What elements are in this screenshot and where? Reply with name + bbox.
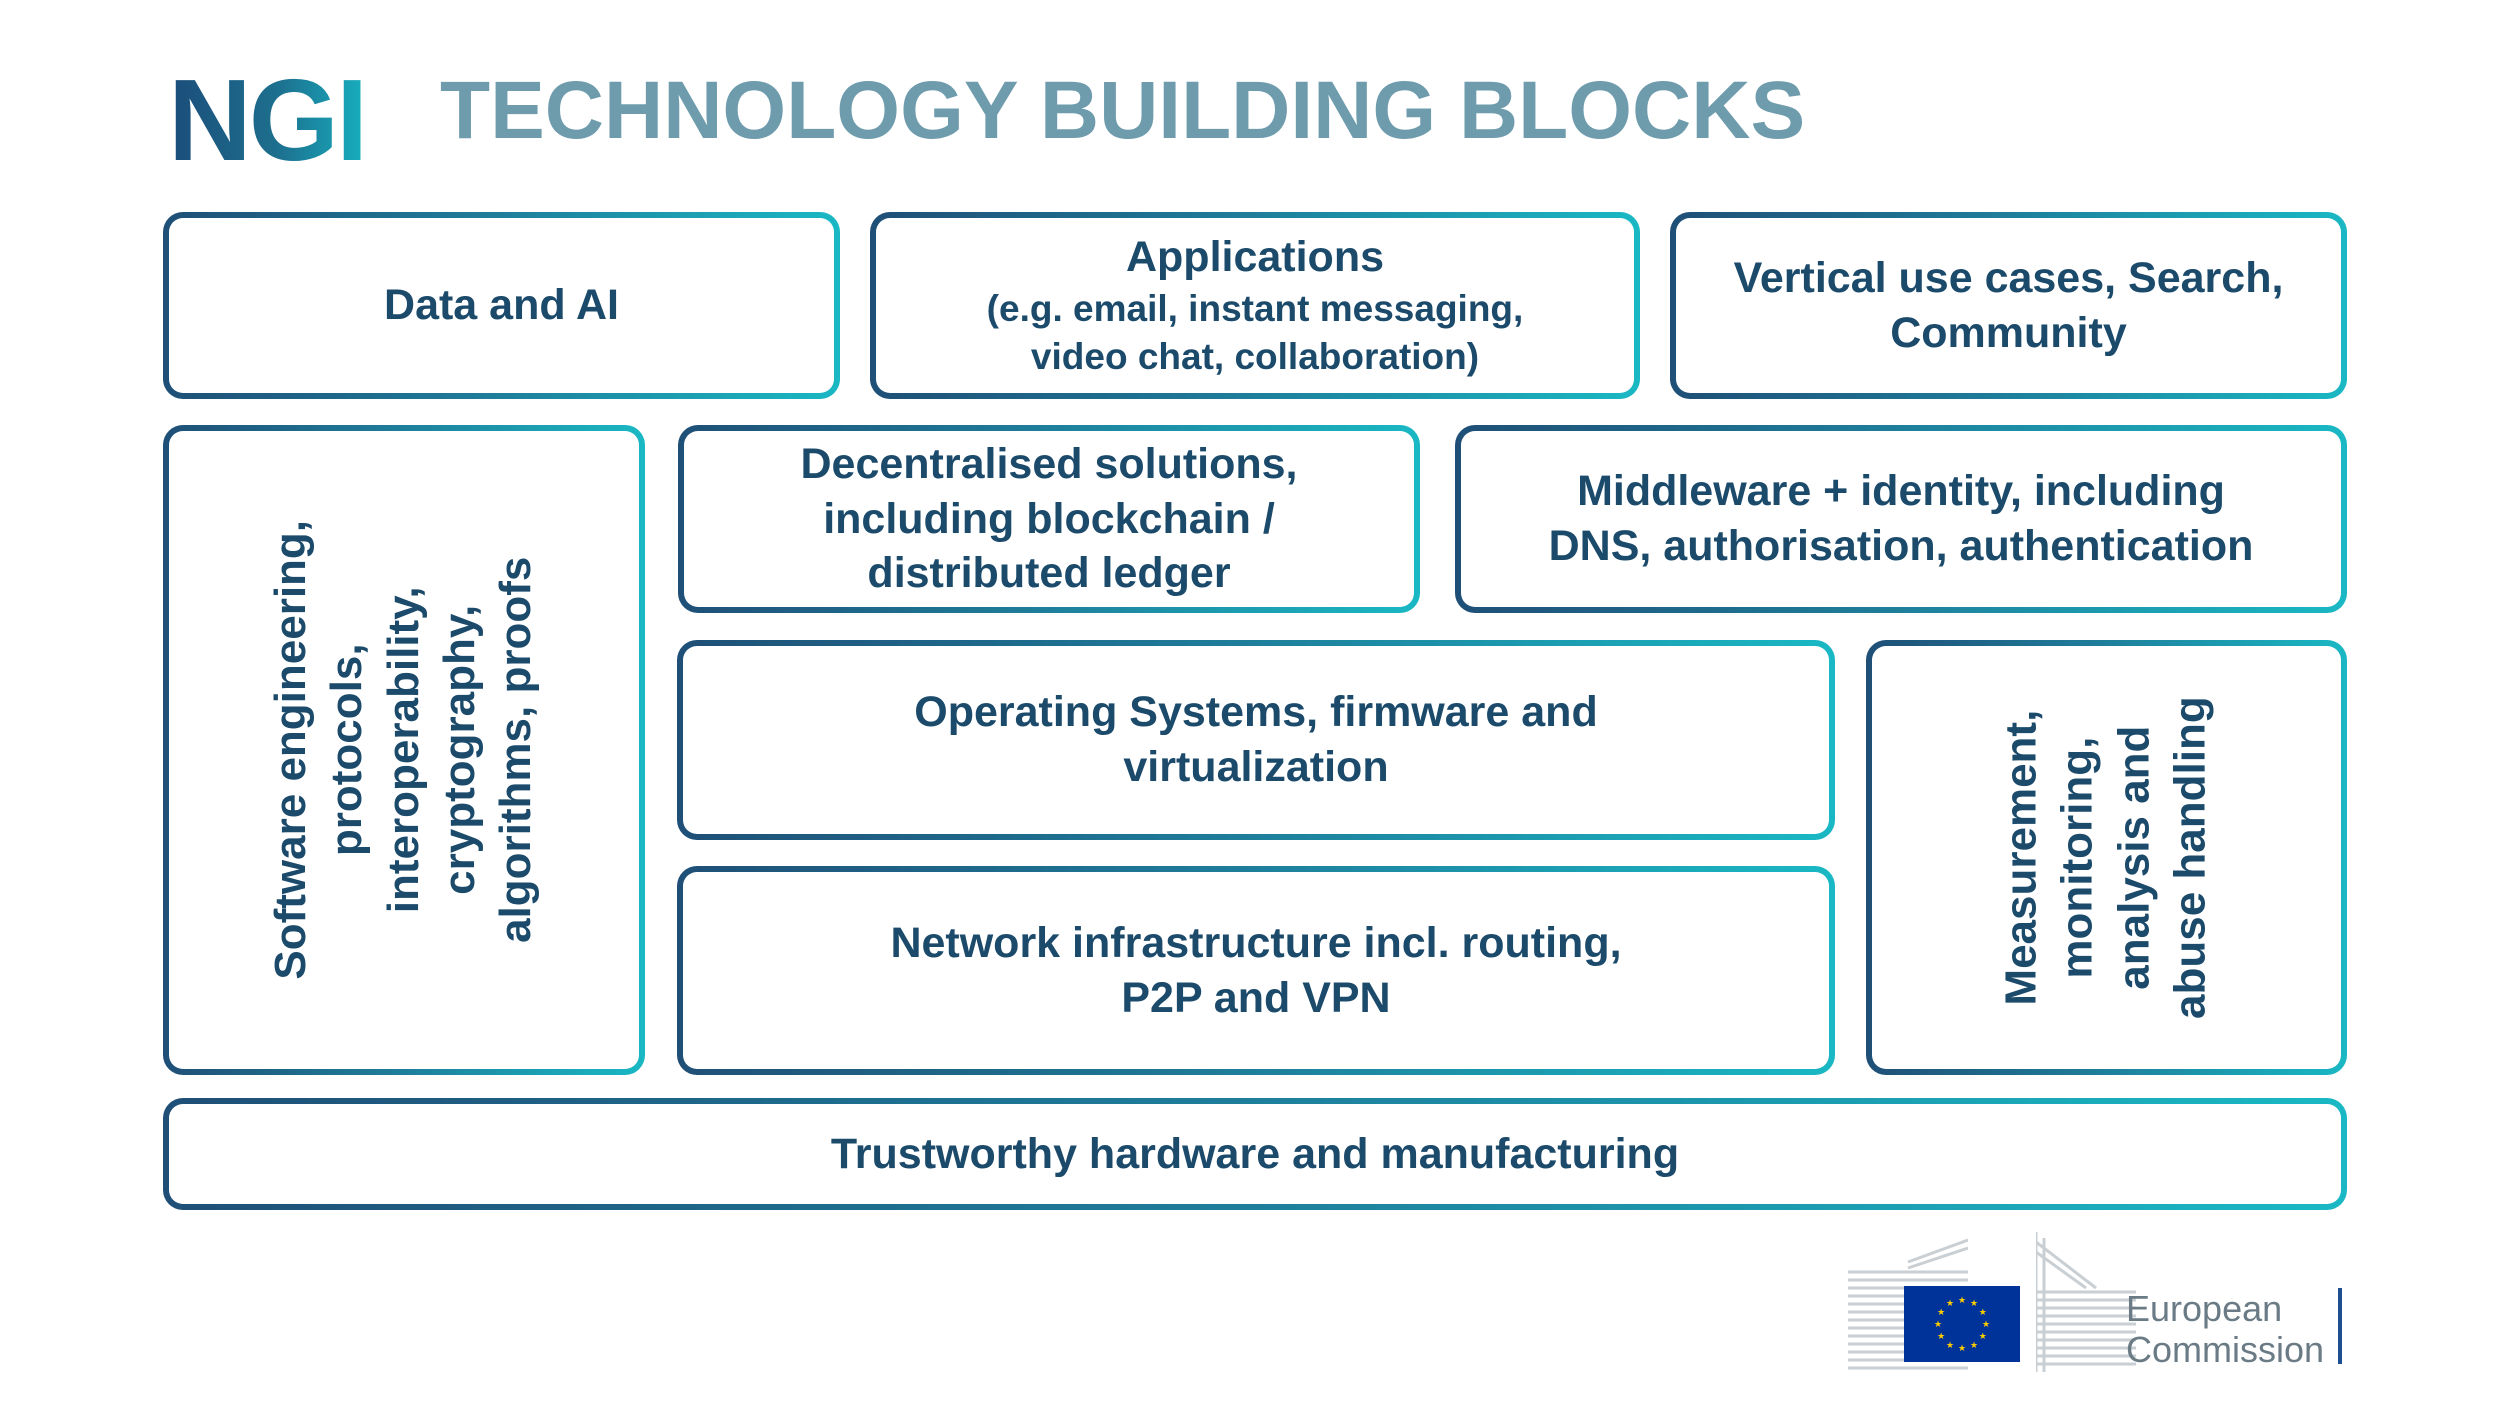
network-line-2: P2P and VPN [1121,973,1391,1022]
block-measurement: Measurement, monitoring, analysis and ab… [1866,640,2347,1075]
decentralised-line-1: Decentralised solutions, [800,440,1298,489]
decentralised-line-3: distributed ledger [867,549,1231,598]
eu-star-icon: ★ [1982,1319,1990,1329]
eu-star-icon: ★ [1979,1307,1987,1317]
software-line-3: interoperability, [378,586,428,914]
ngi-logo: NGI [168,55,368,185]
european-commission-logo: ★★★★★★★★★★★★ European Commission [1848,1232,2348,1372]
eu-star-icon: ★ [1970,1298,1978,1308]
middleware-line-2: DNS, authorisation, authentication [1548,522,2254,570]
block-trustworthy-hardware: Trustworthy hardware and manufacturing [163,1098,2347,1210]
applications-sub-2: video chat, collaboration) [1030,335,1480,377]
measurement-line-3: analysis and [2109,725,2159,990]
block-software-engineering: Software engineering, protocols, interop… [163,425,645,1075]
eu-star-icon: ★ [1970,1340,1978,1350]
eu-star-icon: ★ [1958,1343,1966,1353]
eu-star-icon: ★ [1979,1331,1987,1341]
measurement-line-2: monitoring, [2053,736,2103,979]
applications-sub-1: (e.g. email, instant messaging, [986,287,1524,329]
measurement-line-4: abuse handling [2165,696,2215,1019]
page-title: TECHNOLOGY BUILDING BLOCKS [440,65,1806,156]
block-decentralised: Decentralised solutions, including block… [678,425,1420,613]
measurement-line-1: Measurement, [1996,709,2046,1006]
block-network-infrastructure: Network infrastructure incl. routing, P2… [677,866,1835,1075]
vertical-line-2: Community [1890,308,2127,357]
eu-star-icon: ★ [1958,1295,1966,1305]
ec-line-2: Commission [2126,1329,2325,1371]
block-middleware: Middleware + identity, including DNS, au… [1455,425,2347,613]
block-vertical-use-cases: Vertical use cases, Search, Community [1670,212,2347,399]
middleware-line-1: Middleware + identity, including [1577,467,2225,516]
ec-line-1: European [2126,1288,2283,1329]
software-line-2: protocols, [322,643,372,857]
block-data-ai: Data and AI [163,212,840,399]
applications-title: Applications [1125,233,1385,282]
block-applications: Applications (e.g. email, instant messag… [870,212,1640,399]
block-operating-systems: Operating Systems, firmware and virtuali… [677,640,1835,840]
software-line-4: cryptography, [435,604,485,896]
software-line-1: Software engineering, [266,520,316,980]
ec-name: European Commission [2126,1288,2324,1371]
block-data-ai-label: Data and AI [384,281,619,330]
eu-star-icon: ★ [1937,1331,1945,1341]
eu-star-icon: ★ [1937,1307,1945,1317]
vertical-line-1: Vertical use cases, Search, [1733,253,2284,302]
ec-building-lines-icon-right [2036,1232,2136,1372]
hardware-label: Trustworthy hardware and manufacturing [830,1129,1680,1178]
eu-star-icon: ★ [1946,1298,1954,1308]
decentralised-line-2: including blockchain / [823,494,1275,543]
eu-star-icon: ★ [1946,1340,1954,1350]
eu-flag-icon: ★★★★★★★★★★★★ [1904,1286,2020,1362]
os-line-1: Operating Systems, firmware and [914,688,1598,737]
eu-star-icon: ★ [1934,1319,1942,1329]
os-line-2: virtualization [1123,743,1389,791]
software-line-5: algorithms, proofs [491,556,541,944]
network-line-1: Network infrastructure incl. routing, [890,918,1622,967]
ec-divider [2338,1288,2342,1364]
